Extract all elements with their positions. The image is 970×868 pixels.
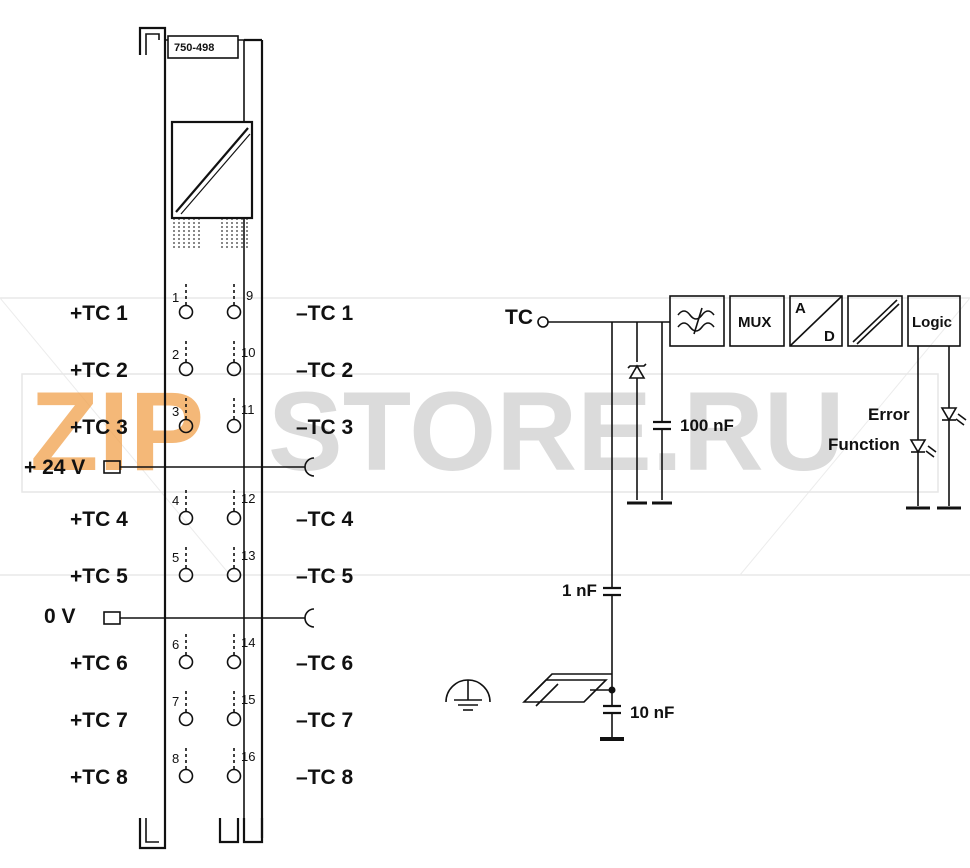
terminal-number-11: 11 [241, 402, 255, 417]
tc-input-terminal [537, 316, 549, 328]
plus-tc-4-label: +TC 4 [70, 508, 128, 531]
contact-pair-2: 2 10 [172, 341, 255, 377]
plus-tc-3-label: +TC 3 [70, 416, 128, 439]
terminal-number-3: 3 [172, 404, 179, 419]
contact-pair-4: 4 12 [172, 490, 255, 526]
contact-pair-6: 6 14 [172, 634, 255, 670]
minus-tc-5-label: –TC 5 [296, 565, 354, 588]
plus-tc-5-label: +TC 5 [70, 565, 128, 588]
zener-diode-symbol [627, 322, 647, 505]
function-led-icon [909, 439, 927, 454]
minus-tc-7-label: –TC 7 [296, 709, 353, 732]
terminal-number-9: 9 [246, 288, 253, 303]
terminal-number-14: 14 [241, 635, 255, 650]
capacitor-100nf [652, 322, 672, 505]
plus-tc-7-label: +TC 7 [70, 709, 128, 732]
supply-0v-label: 0 V [44, 605, 76, 628]
minus-tc-3-label: –TC 3 [296, 416, 353, 439]
adc-d-label: D [824, 328, 835, 345]
contact-pair-1: 1 9 [172, 284, 253, 320]
earth-ground-icon [445, 679, 491, 711]
isolation-block [847, 295, 903, 347]
watermark-grey-text: STORE.RU [268, 369, 845, 494]
plus-tc-2-label: +TC 2 [70, 359, 128, 382]
mux-label: MUX [738, 314, 771, 331]
error-led-icon [940, 407, 958, 422]
contact-pair-8: 8 16 [172, 748, 255, 784]
filter-block [669, 295, 725, 347]
converter-symbol [170, 120, 254, 248]
din-rail-symbol [522, 673, 612, 707]
minus-tc-1-label: –TC 1 [296, 302, 354, 325]
supply-0v-connector [103, 611, 121, 625]
supply-24v-label: + 24 V [24, 456, 85, 479]
terminal-contacts: 1 9 2 10 3 11 4 12 5 13 [172, 284, 255, 784]
contact-pair-5: 5 13 [172, 547, 255, 583]
module-part-number: 750-498 [174, 42, 214, 54]
function-led-label: Function [828, 435, 900, 454]
signal-chain: MUX A D Logic [669, 295, 961, 347]
terminal-number-13: 13 [241, 548, 255, 563]
terminal-number-5: 5 [172, 550, 179, 565]
capacitor-10nf-label: 10 nF [630, 703, 674, 722]
contact-pair-7: 7 15 [172, 691, 255, 727]
status-leds: Error Function [828, 346, 967, 510]
logic-label: Logic [912, 314, 952, 331]
capacitor-1nf-label: 1 nF [562, 581, 597, 600]
terminal-number-16: 16 [241, 749, 255, 764]
terminal-number-2: 2 [172, 347, 179, 362]
logic-block [907, 295, 961, 347]
filter-wave-icon [677, 310, 715, 320]
terminal-number-4: 4 [172, 493, 179, 508]
tc-input-label: TC [505, 306, 533, 329]
contact-pair-3: 3 11 [172, 398, 255, 434]
minus-tc-6-label: –TC 6 [296, 652, 353, 675]
adc-a-label: A [795, 300, 806, 317]
module-label-box [167, 35, 239, 59]
power-rails: + 24 V 0 V [24, 456, 315, 628]
error-led-label: Error [868, 405, 910, 424]
plus-tc-6-label: +TC 6 [70, 652, 128, 675]
watermark: ZIP STORE.RU [0, 297, 970, 576]
terminal-number-10: 10 [241, 345, 255, 360]
terminal-number-6: 6 [172, 637, 179, 652]
input-circuit: TC 1 nF 10 nF [445, 306, 734, 741]
adc-block [789, 295, 843, 347]
mux-block [729, 295, 785, 347]
capacitor-100nf-label: 100 nF [680, 416, 734, 435]
terminal-labels: +TC 1 +TC 2 +TC 3 +TC 4 +TC 5 +TC 6 +TC … [70, 302, 354, 789]
terminal-number-1: 1 [172, 290, 179, 305]
minus-tc-8-label: –TC 8 [296, 766, 354, 789]
terminal-number-8: 8 [172, 751, 179, 766]
terminal-number-12: 12 [241, 491, 255, 506]
minus-tc-4-label: –TC 4 [296, 508, 354, 531]
terminal-number-7: 7 [172, 694, 179, 709]
terminal-number-15: 15 [241, 692, 255, 707]
plus-tc-1-label: +TC 1 [70, 302, 128, 325]
plus-tc-8-label: +TC 8 [70, 766, 128, 789]
minus-tc-2-label: –TC 2 [296, 359, 353, 382]
